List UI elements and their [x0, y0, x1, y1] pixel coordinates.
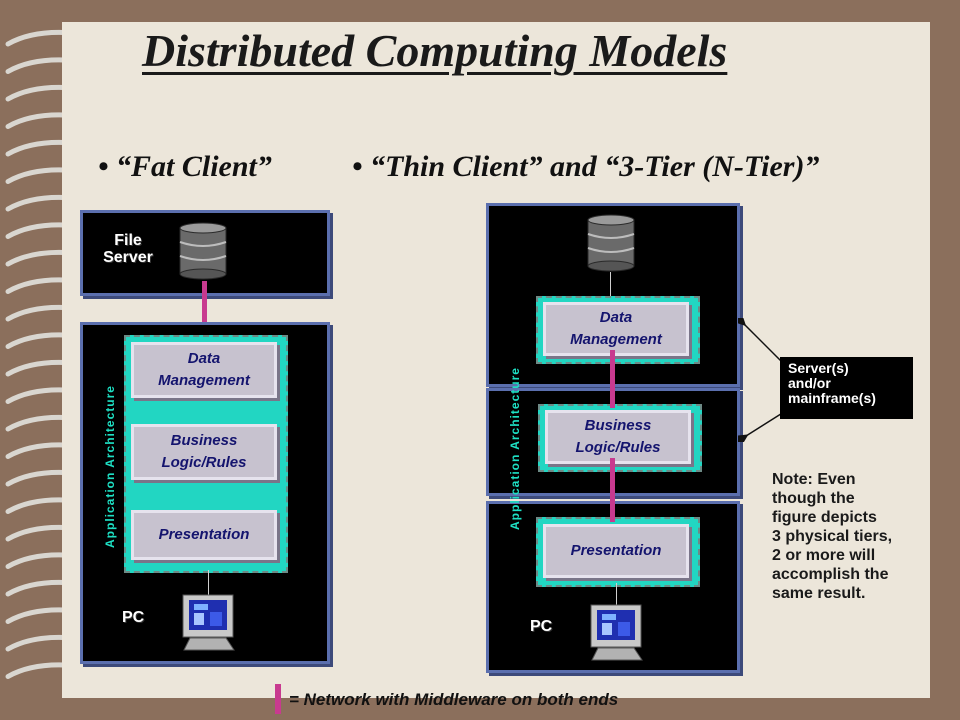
business-logic-card: Business Logic/Rules	[131, 424, 277, 480]
pc-label: PC	[122, 609, 145, 626]
presentation-card: Presentation	[543, 524, 689, 578]
legend-text: = Network with Middleware on both ends	[289, 690, 619, 709]
legend-network-swatch	[275, 684, 281, 714]
database-icon	[179, 222, 227, 280]
network-link	[610, 350, 615, 408]
arrow-icon	[738, 318, 785, 442]
computer-icon	[590, 604, 643, 661]
bullet-thin-client: • “Thin Client” and “3-Tier (N-Tier)”	[352, 150, 820, 183]
bullet-fat-client: • “Fat Client”	[98, 150, 272, 183]
connector-line	[616, 583, 617, 607]
data-management-card: Data Management	[543, 302, 689, 356]
connector-line	[208, 570, 209, 596]
file-server-label: File Server	[103, 232, 153, 266]
computer-icon	[182, 594, 235, 651]
architecture-label: Application Architecture	[508, 367, 522, 530]
connector-line	[610, 272, 611, 298]
pc-label: PC	[530, 618, 553, 635]
architecture-label: Application Architecture	[103, 385, 117, 548]
presentation-card: Presentation	[131, 510, 277, 560]
network-link	[202, 281, 207, 337]
business-logic-card: Business Logic/Rules	[545, 410, 691, 464]
server-callout: Server(s) and/or mainframe(s)	[780, 357, 913, 419]
slide-title: Distributed Computing Models	[142, 25, 728, 76]
network-link	[610, 458, 615, 522]
data-management-card: Data Management	[131, 342, 277, 398]
note-text: Note: Even though the figure depicts 3 p…	[772, 471, 893, 602]
database-icon	[587, 214, 635, 272]
